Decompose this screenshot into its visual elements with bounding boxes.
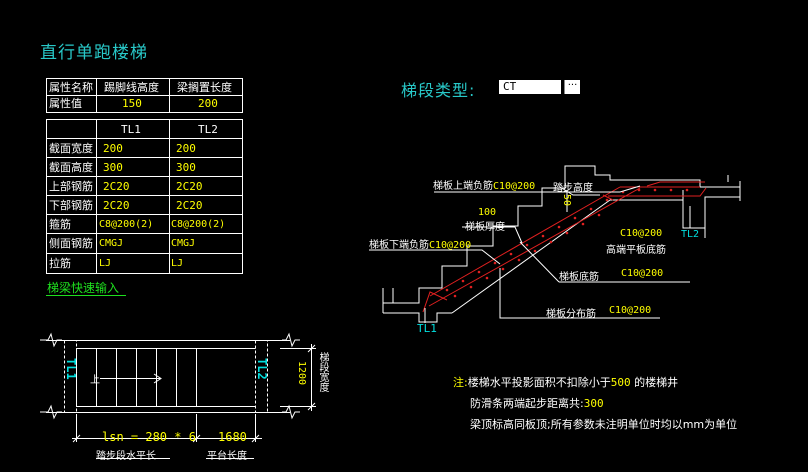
beam-cell-tl1[interactable]: 300 (103, 161, 123, 174)
note-line-1: 注:楼梯水平投影面积不扣除小于500 的楼梯井 (453, 376, 678, 390)
beam-row-label: 上部钢筋 (49, 180, 93, 193)
attr-value-kick[interactable]: 150 (122, 97, 142, 110)
beam-col-tl1: TL1 (121, 123, 141, 136)
section-step-height-label: 踏步高度 (553, 183, 593, 194)
note-line-3: 梁顶标高同板顶;所有参数未注明单位时均以mm为单位 (470, 418, 738, 431)
note-prefix: 注: (453, 376, 468, 389)
beam-table-grid (46, 119, 243, 274)
beam-cell-tl1[interactable]: 200 (103, 142, 123, 155)
beam-cell-tl2[interactable]: 200 (176, 142, 196, 155)
section-tl1-label: TL1 (417, 322, 437, 335)
beam-row-label: 下部钢筋 (49, 199, 93, 212)
beam-cell-tl1[interactable]: CMGJ (99, 238, 124, 249)
stair-plan (40, 332, 316, 459)
section-tl2-label: TL2 (681, 229, 700, 240)
beam-cell-tl2[interactable]: 2C20 (176, 180, 203, 193)
beam-row-label: 侧面钢筋 (49, 237, 93, 250)
attr-header-kick: 踢脚线高度 (104, 81, 159, 94)
section-bottom-bar-value[interactable]: C10@200 (621, 268, 664, 279)
stair-section (369, 165, 741, 323)
plan-lsn-value[interactable]: lsn = 280 * 6 (102, 430, 196, 444)
note-line-1-a: 楼梯水平投影面积不扣除小于 (467, 376, 611, 389)
section-bottom-bar-label: 梯板底筋 (559, 272, 599, 283)
quick-input-link[interactable]: 梯梁快速输入 (47, 281, 120, 295)
plan-tl2-label: TL2 (255, 358, 269, 380)
note-antislip-value[interactable]: 300 (583, 397, 604, 410)
plan-width-value[interactable]: 1200 (296, 361, 307, 386)
note-line-2: 防滑条两端起步距离共:300 (470, 397, 604, 411)
section-bottom-neg-rebar: 梯板下端负筋C10@200 (369, 236, 471, 251)
section-step-height-value[interactable]: 50 (561, 194, 572, 207)
attr-header-name: 属性名称 (49, 81, 93, 94)
page-title: 直行单跑楼梯 (40, 43, 148, 63)
beam-cell-tl2[interactable]: 2C20 (176, 199, 203, 212)
section-top-neg-value[interactable]: C10@200 (493, 181, 536, 192)
beam-row-label: 箍筋 (49, 218, 71, 231)
beam-col-tl2: TL2 (198, 123, 218, 136)
attr-row-label: 属性值 (49, 97, 82, 110)
beam-cell-tl2[interactable]: 300 (176, 161, 196, 174)
plan-width-label: 梯段宽度 (317, 352, 328, 392)
section-dist-label: 梯板分布筋 (546, 309, 596, 320)
beam-cell-tl2[interactable]: CMGJ (171, 238, 196, 249)
note-line-2-a: 防滑条两端起步距离共: (470, 397, 584, 410)
section-dist-value[interactable]: C10@200 (609, 305, 652, 316)
beam-cell-tl1[interactable]: 2C20 (103, 199, 130, 212)
section-top-neg-label: 梯板上端负筋 (433, 181, 493, 192)
plan-up-label: 上 (90, 375, 100, 386)
beam-row-label: 截面高度 (49, 161, 93, 174)
beam-cell-tl1[interactable]: C8@200(2) (99, 219, 154, 230)
plan-flight-length-label: 踏步段水平长 (96, 451, 156, 462)
segment-type-browse-button[interactable]: ··· (564, 80, 580, 94)
section-thickness-label: 梯板厚度 (465, 222, 505, 233)
section-high-platform-label: 高端平板底筋 (606, 245, 666, 256)
segment-type-input[interactable]: CT (499, 80, 561, 94)
section-bottom-neg-label: 梯板下端负筋 (369, 240, 429, 251)
beam-cell-tl2[interactable]: LJ (171, 258, 184, 269)
plan-platform-value[interactable]: 1680 (218, 430, 247, 444)
plan-platform-length-label: 平台长度 (207, 451, 247, 462)
section-high-platform-value[interactable]: C10@200 (620, 228, 663, 239)
note-well-width-value[interactable]: 500 (610, 376, 631, 389)
note-line-1-b: 的楼梯井 (634, 376, 679, 389)
plan-tl1-label: TL1 (64, 358, 78, 380)
beam-cell-tl1[interactable]: LJ (99, 258, 112, 269)
beam-row-label: 拉筋 (49, 257, 71, 270)
attr-value-rest[interactable]: 200 (198, 97, 218, 110)
attr-table-grid (46, 78, 243, 113)
beam-row-label: 截面宽度 (49, 142, 93, 155)
section-bottom-neg-value[interactable]: C10@200 (429, 240, 472, 251)
beam-cell-tl1[interactable]: 2C20 (103, 180, 130, 193)
beam-cell-tl2[interactable]: C8@200(2) (171, 219, 226, 230)
section-thickness-value[interactable]: 100 (478, 207, 497, 218)
segment-type-label: 梯段类型: (401, 81, 476, 100)
section-top-neg-rebar: 梯板上端负筋C10@200 (433, 177, 535, 192)
attr-header-rest: 梁搁置长度 (177, 81, 232, 94)
